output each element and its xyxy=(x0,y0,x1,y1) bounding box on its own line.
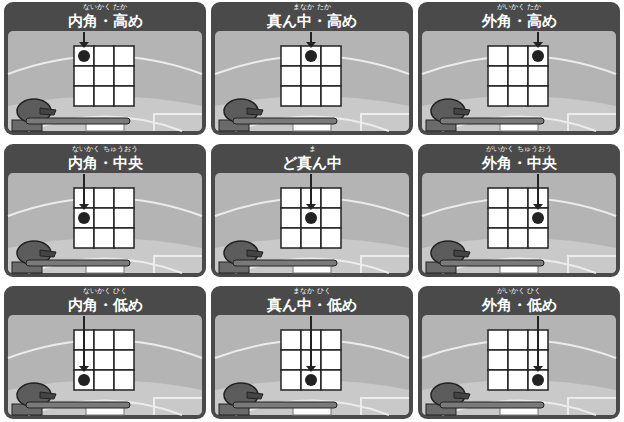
pitch-panel: ないかく ひく内角・低め xyxy=(4,286,206,419)
panel-background xyxy=(211,144,413,277)
pitch-markers xyxy=(78,32,544,386)
panel-title: 外角・高め xyxy=(418,12,620,30)
pitch-panel: がいかく ちゅうおう外角・中央 xyxy=(418,144,620,277)
pitch-panel: ないかく ちゅうおう内角・中央 xyxy=(4,144,206,277)
furigana: がいかく ひく xyxy=(418,287,620,296)
pitch-panel: がいかく ひく外角・低め xyxy=(418,286,620,419)
furigana: ないかく ちゅうおう xyxy=(4,145,206,154)
furigana: ないかく たか xyxy=(4,3,206,12)
panel-title: 外角・低め xyxy=(418,296,620,314)
panel-background xyxy=(418,144,620,277)
furigana: がいかく ちゅうおう xyxy=(418,145,620,154)
panel-background xyxy=(4,144,206,277)
panel-header: がいかく ちゅうおう外角・中央 xyxy=(418,145,620,172)
panel-background xyxy=(4,2,206,135)
pitch-panel: がいかく たか外角・高め xyxy=(418,2,620,135)
panel-background xyxy=(211,286,413,419)
panel-header: がいかく ひく外角・低め xyxy=(418,287,620,314)
panel-title: 内角・高め xyxy=(4,12,206,30)
pitch-panel: ないかく たか内角・高め xyxy=(4,2,206,135)
furigana: がいかく たか xyxy=(418,3,620,12)
pitch-panel: まなか たか真ん中・高め xyxy=(211,2,413,135)
panel-title: 内角・低め xyxy=(4,296,206,314)
panel-background xyxy=(211,2,413,135)
pitch-panel: まど真ん中 xyxy=(211,144,413,277)
panel-header: まなか たか真ん中・高め xyxy=(211,3,413,30)
furigana: まなか たか xyxy=(211,3,413,12)
furigana: まなか ひく xyxy=(211,287,413,296)
panel-header: まど真ん中 xyxy=(211,145,413,172)
panel-header: まなか ひく真ん中・低め xyxy=(211,287,413,314)
pitch-panel: まなか ひく真ん中・低め xyxy=(211,286,413,419)
panel-header: ないかく ひく内角・低め xyxy=(4,287,206,314)
panel-header: ないかく ちゅうおう内角・中央 xyxy=(4,145,206,172)
panel-background xyxy=(418,2,620,135)
panel-header: がいかく たか外角・高め xyxy=(418,3,620,30)
panel-background xyxy=(418,286,620,419)
furigana: ま xyxy=(211,145,413,154)
panel-background xyxy=(4,286,206,419)
furigana: ないかく ひく xyxy=(4,287,206,296)
panel-title: 内角・中央 xyxy=(4,154,206,172)
panel-title: ど真ん中 xyxy=(211,154,413,172)
panel-title: 真ん中・低め xyxy=(211,296,413,314)
panel-title: 真ん中・高め xyxy=(211,12,413,30)
panel-header: ないかく たか内角・高め xyxy=(4,3,206,30)
panel-title: 外角・中央 xyxy=(418,154,620,172)
